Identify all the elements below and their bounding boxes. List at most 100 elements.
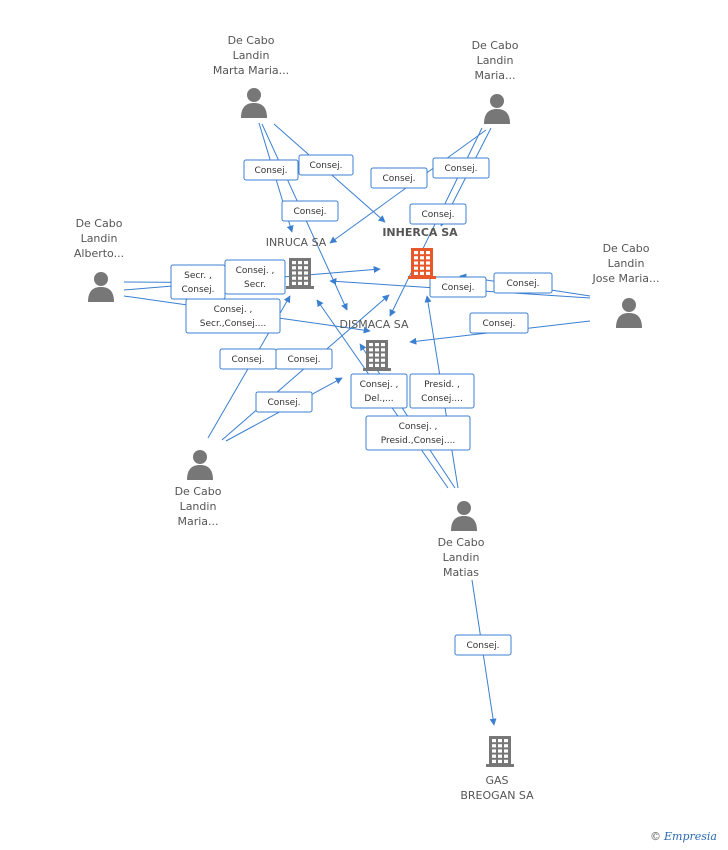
relation-box xyxy=(243,159,299,181)
relation-box xyxy=(255,391,313,413)
building-icon[interactable] xyxy=(363,340,391,371)
relation-text: Consej. , xyxy=(236,266,275,276)
relation-text: Consej. xyxy=(287,355,320,365)
person-label[interactable]: Landin xyxy=(608,257,645,270)
relation-box xyxy=(432,157,490,179)
relation-box xyxy=(350,373,408,409)
relation-text: Consej. xyxy=(254,166,287,176)
relation-label[interactable]: Consej. xyxy=(469,312,529,334)
building-icon[interactable] xyxy=(408,248,436,279)
relation-label[interactable]: Consej. xyxy=(275,348,333,370)
relation-box xyxy=(409,203,467,225)
relation-text: Consej. xyxy=(181,285,214,295)
relation-text: Secr. xyxy=(244,280,266,290)
relation-label[interactable]: Consej. xyxy=(454,634,512,656)
relation-label[interactable]: Consej. xyxy=(370,167,428,189)
person-icon[interactable] xyxy=(187,450,213,480)
relation-text: Del.,... xyxy=(364,394,393,404)
relation-text: Consej.... xyxy=(421,394,463,404)
relation-text: Consej. xyxy=(506,279,539,289)
edges xyxy=(123,122,591,726)
relation-box xyxy=(298,154,354,176)
relation-box xyxy=(370,167,428,189)
nodes: INHERCA SA INRUCA SA DISMACA SA GAS BREOGAN … xyxy=(74,34,660,802)
relation-label[interactable]: Consej. , Del.,... xyxy=(350,373,408,409)
relation-text: Secr. , xyxy=(184,271,212,281)
company-label[interactable]: DISMACA SA xyxy=(340,318,409,331)
relation-text: Consej. xyxy=(293,207,326,217)
relation-text: Consej. xyxy=(441,283,474,293)
person-label[interactable]: Landin xyxy=(233,49,270,62)
relation-box xyxy=(493,272,553,294)
relation-box xyxy=(275,348,333,370)
relation-box xyxy=(469,312,529,334)
building-icon[interactable] xyxy=(486,736,514,767)
relation-label[interactable]: Consej. xyxy=(298,154,354,176)
relation-text: Consej. xyxy=(482,319,515,329)
relation-text: Consej. , xyxy=(214,305,253,315)
person-label[interactable]: De Cabo xyxy=(76,217,123,230)
relation-text: Consej. xyxy=(231,355,264,365)
person-icon[interactable] xyxy=(451,501,477,531)
person-label[interactable]: De Cabo xyxy=(472,39,519,52)
watermark-text: Empresia xyxy=(664,830,717,843)
relation-text: Consej. xyxy=(421,210,454,220)
person-label[interactable]: Landin xyxy=(180,500,217,513)
person-icon[interactable] xyxy=(241,88,267,118)
person-icon[interactable] xyxy=(88,272,114,302)
person-label[interactable]: De Cabo xyxy=(175,485,222,498)
relation-label[interactable]: Consej. , Presid.,Consej.... xyxy=(365,415,471,451)
person-label[interactable]: De Cabo xyxy=(228,34,275,47)
company-label[interactable]: GAS xyxy=(485,774,508,787)
relation-box xyxy=(409,373,475,409)
relation-text: Consej. xyxy=(382,174,415,184)
relation-box xyxy=(429,276,487,298)
relation-box xyxy=(224,259,286,295)
relation-label[interactable]: Consej. xyxy=(243,159,299,181)
relation-label[interactable]: Consej. xyxy=(409,203,467,225)
relation-label[interactable]: Presid. , Consej.... xyxy=(409,373,475,409)
relation-box xyxy=(281,200,339,222)
relation-label[interactable]: Secr. , Consej. xyxy=(170,264,226,300)
relation-label[interactable]: Consej. xyxy=(432,157,490,179)
person-label[interactable]: Alberto... xyxy=(74,247,124,260)
relation-text: Consej. xyxy=(444,164,477,174)
relation-label[interactable]: Consej. xyxy=(255,391,313,413)
person-label[interactable]: Matias xyxy=(443,566,479,579)
relation-label[interactable]: Consej. , Secr. xyxy=(224,259,286,295)
person-label[interactable]: Maria... xyxy=(474,69,515,82)
relation-text: Consej. xyxy=(309,161,342,171)
person-label[interactable]: Marta Maria... xyxy=(213,64,289,77)
company-label[interactable]: INHERCA SA xyxy=(382,226,458,239)
company-label[interactable]: INRUCA SA xyxy=(266,236,327,249)
relation-label[interactable]: Consej. xyxy=(429,276,487,298)
relation-text: Consej. , xyxy=(399,422,438,432)
relation-label[interactable]: Consej. xyxy=(493,272,553,294)
person-label[interactable]: Landin xyxy=(477,54,514,67)
person-icon[interactable] xyxy=(616,298,642,328)
person-label[interactable]: Landin xyxy=(443,551,480,564)
copyright-icon: © xyxy=(650,830,661,843)
person-icon[interactable] xyxy=(484,94,510,124)
relation-text: Presid. , xyxy=(424,380,460,390)
empresia-watermark[interactable]: ©Empresia xyxy=(650,830,717,843)
building-icon[interactable] xyxy=(286,258,314,289)
relation-text: Consej. , xyxy=(360,380,399,390)
relation-label[interactable]: Consej. xyxy=(281,200,339,222)
person-label[interactable]: Landin xyxy=(81,232,118,245)
relation-box xyxy=(365,415,471,451)
relation-text: Secr.,Consej.... xyxy=(200,319,266,329)
relation-text: Presid.,Consej.... xyxy=(381,436,456,446)
relation-text: Consej. xyxy=(267,398,300,408)
person-label[interactable]: De Cabo xyxy=(603,242,650,255)
company-label[interactable]: BREOGAN SA xyxy=(460,789,534,802)
relation-label[interactable]: Consej. xyxy=(219,348,277,370)
person-label[interactable]: Maria... xyxy=(177,515,218,528)
relation-box xyxy=(454,634,512,656)
person-label[interactable]: Jose Maria... xyxy=(591,272,659,285)
relation-label[interactable]: Consej. , Secr.,Consej.... xyxy=(185,298,281,334)
person-label[interactable]: De Cabo xyxy=(438,536,485,549)
relation-labels: Consej.Consej.Consej.Consej.Consej.Conse… xyxy=(170,154,553,656)
relation-box xyxy=(185,298,281,334)
